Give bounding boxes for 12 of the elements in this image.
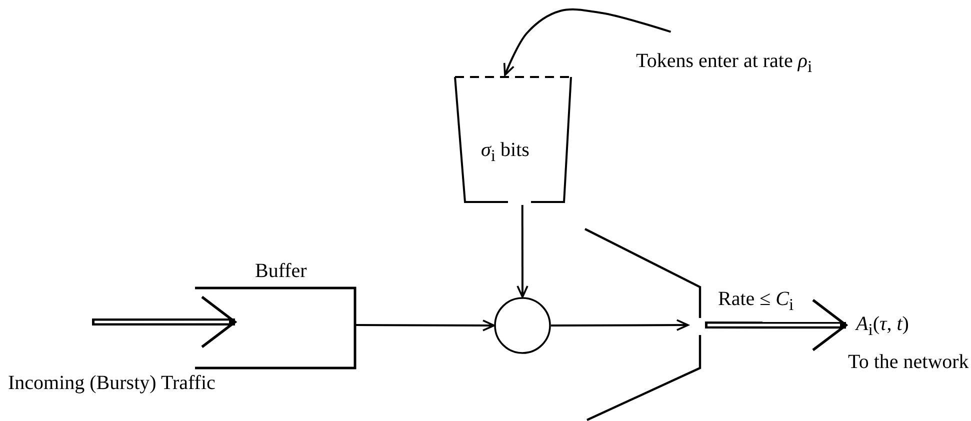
- bucket-label: σ$_{i}$ bits: [481, 139, 530, 166]
- buffer-label: Buffer: [255, 260, 307, 282]
- arrow: [355, 320, 495, 332]
- double-line-arrow: [92, 296, 236, 348]
- arrow: [516, 205, 528, 298]
- output-signal-label: A$_{i}$(τ, t): [856, 313, 909, 340]
- node-caption: To the network: [848, 351, 969, 373]
- curved-arrow: [504, 8, 672, 76]
- double-line-arrow: [705, 298, 848, 352]
- token-rate-label: Tokens enter at rate ρ$_{i}$: [636, 50, 812, 76]
- input-label: Incoming (Bursty) Traffic: [8, 372, 216, 394]
- arrow: [551, 319, 689, 331]
